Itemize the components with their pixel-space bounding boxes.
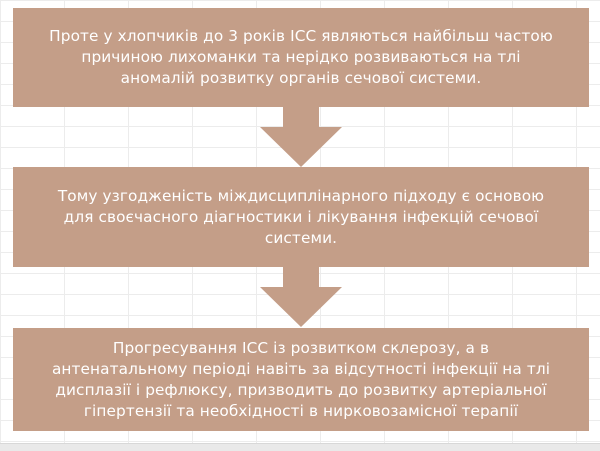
flow-step-2-line-1: Тому узгодженість міждисциплінарного під…: [57, 186, 545, 205]
flow-step-2-line-2: для своєчасного діагностики і лікування …: [63, 207, 539, 226]
down-arrow-icon: [260, 267, 342, 327]
flow-step-3-text: Прогресування ІСС із розвитком склерозу,…: [52, 338, 550, 422]
flow-step-3-line-2: антенатальному періоді навіть за відсутн…: [51, 359, 551, 378]
flow-step-1-line-1: Проте у хлопчиків до 3 років ІСС являють…: [49, 27, 553, 45]
flow-step-1-line-3: аномалій розвитку органів сечової систем…: [120, 69, 482, 87]
flow-step-1-line-2: причиною лихоманки та нерідко розвивають…: [81, 48, 521, 66]
flow-step-3-line-4: гіпертензії та необхідності в нирковозам…: [83, 401, 519, 420]
flow-step-1-text: Проте у хлопчиків до 3 років ІСС являють…: [49, 26, 553, 89]
bottom-scroll-strip: [0, 443, 600, 451]
flow-step-2-text: Тому узгодженість міждисциплінарного під…: [58, 186, 544, 249]
flow-step-2-line-3: системи.: [264, 228, 338, 247]
flow-step-3-line-1: Прогресування ІСС із розвитком склерозу,…: [112, 338, 490, 357]
down-arrow-icon: [260, 107, 342, 167]
flow-step-2: Тому узгодженість міждисциплінарного під…: [13, 167, 589, 267]
down-arrow-2-shape: [260, 267, 342, 327]
flow-step-1: Проте у хлопчиків до 3 років ІСС являють…: [13, 8, 589, 107]
flow-step-3: Прогресування ІСС із розвитком склерозу,…: [13, 328, 589, 431]
flow-step-3-line-3: дисплазії і рефлюксу, призводить до розв…: [55, 380, 547, 399]
down-arrow-1-shape: [260, 107, 342, 167]
